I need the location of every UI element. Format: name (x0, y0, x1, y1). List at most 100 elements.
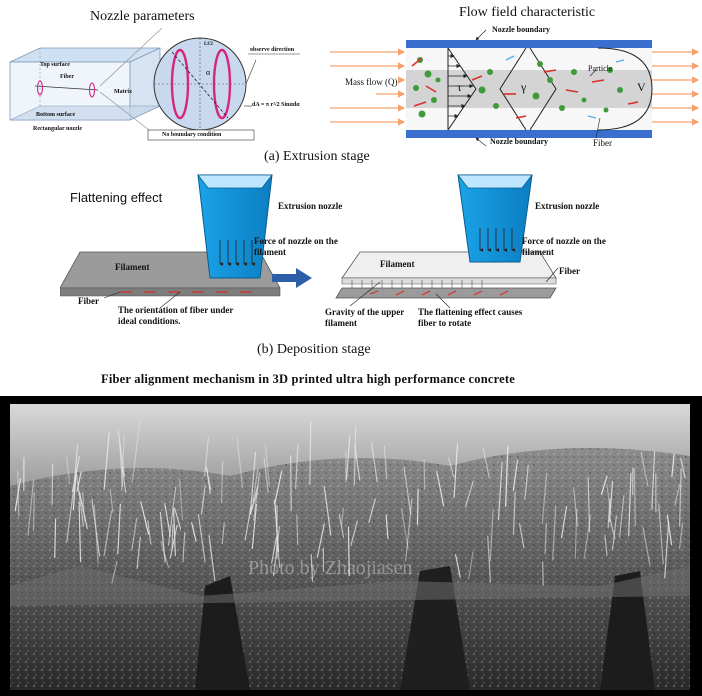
no-boundary-label: No boundary condition (162, 132, 222, 138)
gravity-note: Gravity of the upper filament (325, 307, 405, 328)
steel-fiber (482, 447, 490, 479)
steel-fiber (573, 487, 579, 527)
steel-fiber (295, 443, 299, 490)
area-formula: dA = π r²/2 Sinαdα (252, 102, 300, 108)
flow-field-diagram (330, 29, 700, 147)
alpha-symbol: α (206, 68, 211, 77)
steel-fiber (518, 523, 525, 549)
steel-fiber (131, 420, 141, 483)
velocity-symbol: V (637, 80, 646, 94)
steel-fiber (464, 480, 474, 508)
matrix-label: Matrix (114, 89, 132, 95)
force-left-label: Force of nozzle on the filament (254, 236, 338, 257)
steel-fiber (574, 508, 578, 559)
force-right-label: Force of nozzle on the filament (522, 236, 606, 257)
steel-fiber (497, 461, 503, 521)
flattening-note: The flattening effect causes fiber to ro… (418, 307, 523, 328)
steel-fiber (221, 522, 225, 545)
steel-fiber (680, 457, 686, 479)
steel-fiber (103, 510, 113, 557)
steel-fiber (611, 515, 617, 551)
steel-fiber (489, 509, 494, 562)
steel-fiber (75, 473, 84, 527)
steel-fiber (174, 507, 182, 530)
fiber-right-label: Fiber (559, 266, 580, 276)
steel-fiber (54, 518, 57, 559)
steel-fiber (436, 470, 445, 507)
steel-fiber (608, 480, 614, 523)
steel-fiber (173, 508, 176, 557)
fiber-alignment-figure: Nozzle parameters Lf/2 α Top surface Fib… (9, 5, 700, 386)
flow-field-title: Flow field characteristic (459, 5, 596, 20)
steel-fiber (272, 525, 281, 577)
steel-fiber (72, 471, 77, 511)
steel-fiber (131, 518, 138, 551)
filament-left-label: Filament (115, 262, 150, 272)
steel-fiber (111, 560, 118, 584)
steel-fiber (416, 488, 419, 525)
steel-fiber (671, 453, 675, 478)
deposition-diagram (60, 174, 559, 309)
steel-fiber (541, 473, 548, 524)
steel-fiber (385, 514, 389, 539)
nozzle-parameters-title: Nozzle parameters (90, 9, 195, 24)
steel-fiber (505, 445, 509, 507)
observe-direction-label: observe direction (250, 47, 295, 53)
steel-fiber (274, 470, 283, 505)
steel-fiber (250, 485, 259, 512)
steel-fiber (208, 534, 216, 581)
fiber-left-label: Fiber (78, 296, 99, 306)
fiber-label-nozzle: Fiber (60, 74, 74, 80)
steel-fiber (289, 455, 292, 511)
steel-fiber (236, 437, 244, 489)
steel-fiber (309, 421, 312, 485)
steel-fiber (544, 522, 547, 555)
steel-fiber (354, 443, 361, 481)
fiber-concrete-photo: Photo by Zhaojiasen (0, 396, 702, 696)
steel-fiber (140, 501, 150, 535)
steel-fiber (147, 520, 152, 545)
lf-half-label: Lf/2 (204, 42, 213, 47)
steel-fiber (200, 484, 206, 515)
mass-flow-label: Mass flow (Q) (345, 77, 398, 87)
gamma-symbol: γ (521, 80, 527, 94)
steel-fiber (633, 468, 636, 527)
top-surface-label: Top surface (40, 62, 70, 68)
steel-fiber (587, 477, 591, 533)
steel-fiber (220, 460, 224, 504)
rectangular-nozzle-label: Rectangular nozzle (33, 126, 83, 132)
steel-fiber (453, 443, 459, 498)
steel-fiber (674, 483, 681, 506)
steel-fiber (524, 464, 529, 500)
steel-fiber (664, 520, 670, 579)
steel-fiber (169, 525, 178, 558)
steel-fiber (103, 432, 110, 490)
steel-fiber (368, 498, 376, 523)
steel-fiber (264, 443, 271, 487)
flattening-effect-title: Flattening effect (70, 190, 163, 205)
steel-fiber (263, 457, 269, 493)
steel-fiber (171, 524, 174, 551)
steel-fiber (252, 469, 259, 502)
steel-fiber (628, 472, 632, 537)
steel-fiber (316, 523, 325, 558)
steel-fiber (244, 505, 252, 541)
steel-fiber (640, 451, 649, 487)
steel-fiber (345, 435, 351, 480)
steel-fiber (666, 514, 673, 546)
steel-fiber (251, 503, 258, 549)
steel-fiber (51, 463, 54, 505)
steel-fiber (117, 503, 121, 555)
steel-fiber (82, 491, 86, 522)
steel-fiber (252, 472, 261, 522)
steel-fiber (197, 513, 206, 563)
steel-fiber (658, 503, 664, 565)
steel-fiber (14, 477, 22, 512)
steel-fiber (619, 495, 625, 538)
steel-fiber (121, 466, 127, 493)
steel-fiber (65, 456, 71, 485)
steel-fiber (78, 491, 88, 530)
steel-fiber (403, 466, 412, 515)
steel-fiber (448, 457, 455, 478)
steel-fiber (606, 484, 612, 515)
